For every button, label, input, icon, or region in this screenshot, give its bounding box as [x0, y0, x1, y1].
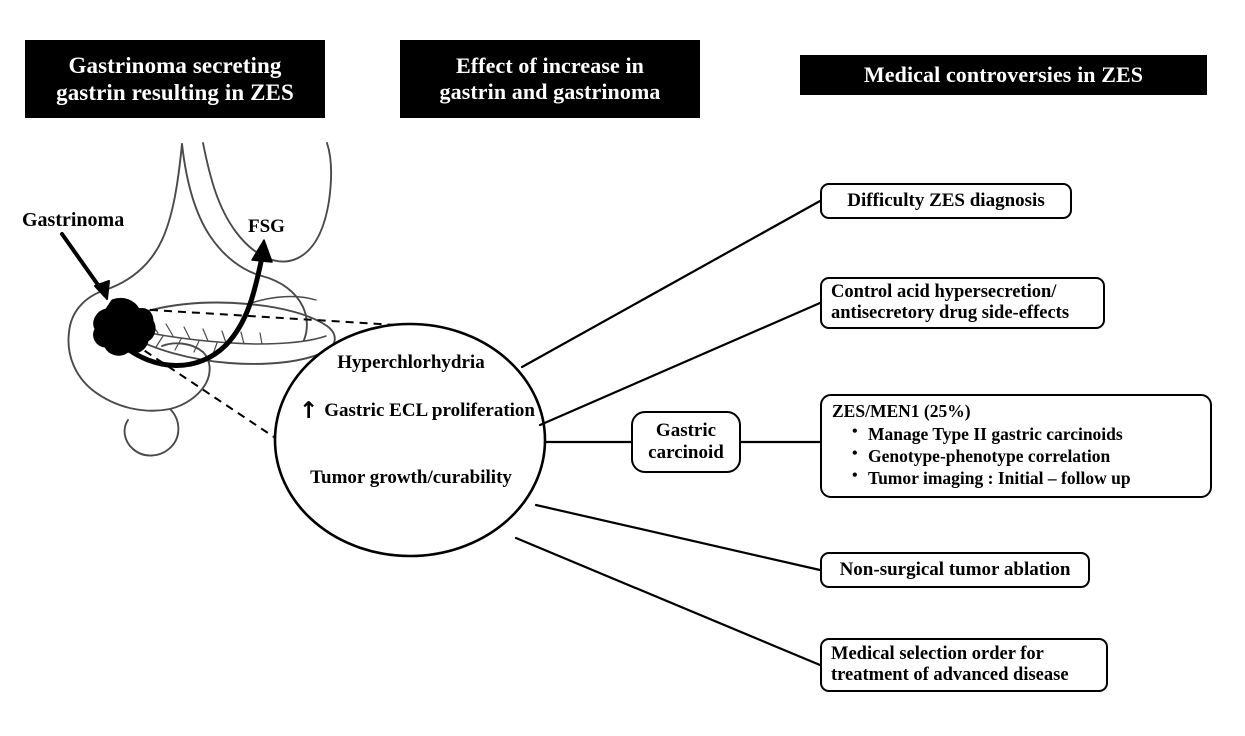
increase-arrow-icon: ↑ — [298, 398, 319, 424]
central-ellipse — [273, 322, 547, 558]
zes-men1-bullet: Genotype-phenotype correlation — [852, 444, 1202, 467]
banner-gastrinoma-secreting: Gastrinoma secreting gastrin resulting i… — [25, 40, 325, 118]
medical-selection-line2: treatment of advanced disease — [831, 665, 1069, 685]
magnification-leaders — [132, 308, 397, 444]
leader-upper — [135, 308, 397, 326]
zes-men1-bullet: Tumor imaging : Initial – follow up — [852, 466, 1202, 489]
central-node-hyperchlorhydria: Hyperchlorhydria — [337, 352, 485, 373]
node-medical-selection-order[interactable]: Medical selection order for treatment of… — [820, 638, 1108, 692]
gastric-carcinoid-line1: Gastric — [655, 420, 717, 442]
connector-lines — [514, 199, 822, 667]
connector-to-selection — [514, 536, 822, 667]
banner-right-line1: Medical controversies in ZES — [863, 62, 1144, 88]
connector-to-acid — [538, 301, 822, 427]
banner-left-line2: gastrin resulting in ZES — [56, 80, 294, 105]
gastric-carcinoid-line2: carcinoid — [648, 442, 724, 463]
central-node-tumor-line1: Tumor — [310, 467, 365, 488]
zes-men1-bullet-list: Manage Type II gastric carcinoids Genoty… — [832, 422, 1202, 489]
banner-middle-line2: gastrin and gastrinoma — [439, 79, 661, 104]
non-surgical-ablation-label: Non-surgical tumor ablation — [839, 559, 1071, 580]
leader-lower — [132, 342, 284, 444]
gastrinoma-label: Gastrinoma — [22, 209, 125, 231]
banner-medical-controversies: Medical controversies in ZES — [800, 55, 1207, 95]
connector-to-diagnosis — [520, 199, 822, 369]
control-acid-line1: Control acid hypersecretion/ — [831, 281, 1057, 302]
node-zes-men1[interactable]: ZES/MEN1 (25%) Manage Type II gastric ca… — [820, 394, 1212, 498]
control-acid-line2: antisecretory drug side-effects — [831, 303, 1070, 323]
gastrinoma-pointer-arrow — [60, 232, 110, 300]
central-node-tumor-growth: Tumor growth/curability — [275, 467, 547, 489]
node-gastric-carcinoid[interactable]: Gastric carcinoid — [631, 411, 741, 473]
central-node-ecl-proliferation: ↑ Gastric ECL proliferation — [292, 398, 542, 424]
zes-men1-title: ZES/MEN1 (25%) — [832, 401, 971, 421]
connector-to-ablation — [534, 503, 822, 572]
medical-selection-line1: Medical selection order for — [831, 643, 1044, 664]
fsg-label: FSG — [248, 216, 285, 237]
zes-men1-bullet: Manage Type II gastric carcinoids — [852, 422, 1202, 445]
banner-effect-of-increase: Effect of increase in gastrin and gastri… — [400, 40, 700, 118]
difficulty-zes-diagnosis-label: Difficulty ZES diagnosis — [847, 190, 1045, 211]
fsg-secretion-arrow — [118, 239, 273, 368]
node-non-surgical-tumor-ablation[interactable]: Non-surgical tumor ablation — [820, 552, 1090, 588]
node-control-acid-hypersecretion[interactable]: Control acid hypersecretion/ antisecreto… — [820, 277, 1105, 329]
banner-left-line1: Gastrinoma secreting — [68, 52, 282, 78]
node-difficulty-zes-diagnosis[interactable]: Difficulty ZES diagnosis — [820, 183, 1072, 219]
banner-middle-line1: Effect of increase in — [455, 53, 645, 79]
central-node-ecl-line2: proliferation — [431, 400, 536, 421]
central-node-ecl-line1: Gastric ECL — [324, 400, 428, 421]
central-node-tumor-line2: growth/curability — [369, 467, 512, 488]
